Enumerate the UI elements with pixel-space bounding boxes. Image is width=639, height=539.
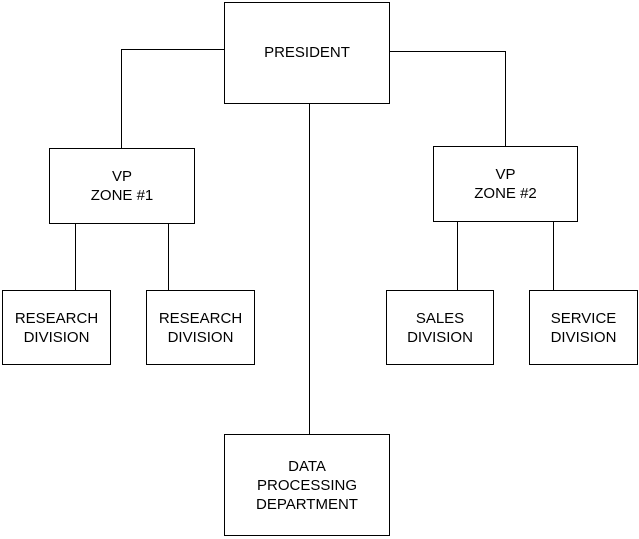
data-processing-label-line2: PROCESSING — [256, 476, 358, 494]
service-division-box: SERVICE DIVISION — [529, 290, 638, 365]
vp-zone-1-label-line1: VP — [111, 168, 132, 185]
data-processing-label-line1: DATA — [288, 457, 326, 475]
data-processing-label-line3: DEPARTMENT — [256, 495, 358, 513]
service-division-label-line2: DIVISION — [550, 328, 617, 346]
data-processing-department-box: DATA PROCESSING DEPARTMENT — [224, 434, 390, 536]
research-division-1-label-line1: RESEARCH — [14, 309, 99, 327]
research-division-1-box: RESEARCH DIVISION — [2, 290, 111, 365]
research-division-1-label-line2: DIVISION — [23, 328, 90, 346]
connector-president-vp2 — [390, 51, 506, 146]
vp-zone-2-label-line1: VP — [495, 166, 516, 183]
sales-division-label-line2: DIVISION — [407, 328, 473, 346]
sales-division-label-line1: SALES — [415, 309, 465, 327]
research-division-2-label-line2: DIVISION — [167, 328, 234, 346]
service-division-label-line1: SERVICE — [550, 309, 617, 327]
sales-division-box: SALES DIVISION — [386, 290, 494, 365]
president-label: PRESIDENT — [264, 44, 350, 61]
research-division-2-label-line1: RESEARCH — [158, 309, 243, 327]
connector-president-vp1 — [121, 49, 225, 148]
vp-zone-2-box: VP ZONE #2 — [433, 146, 578, 222]
vp-zone-1-label-line2: ZONE #1 — [90, 187, 154, 204]
vp-zone-1-box: VP ZONE #1 — [49, 148, 195, 224]
vp-zone-2-label-line2: ZONE #2 — [474, 185, 537, 202]
president-box: PRESIDENT — [224, 2, 390, 104]
research-division-2-box: RESEARCH DIVISION — [146, 290, 255, 365]
